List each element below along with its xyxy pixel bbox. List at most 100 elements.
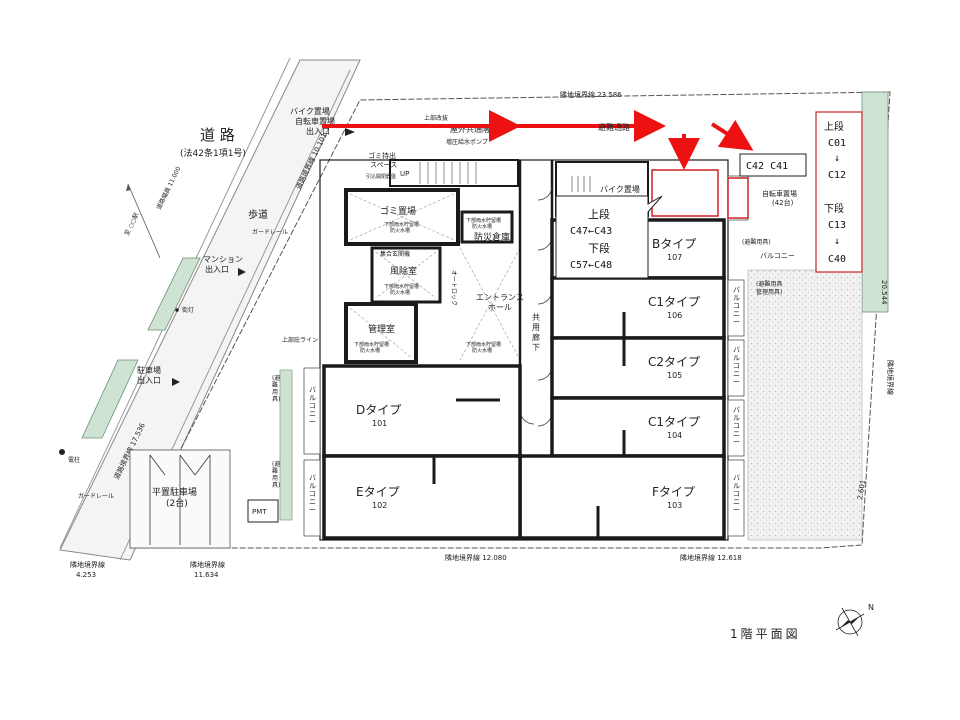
- green-strip: [81, 359, 139, 439]
- garbage-space-label: ゴミ持出スペース: [368, 151, 397, 169]
- unit-105: [550, 336, 726, 400]
- road-title: 道 路: [200, 126, 235, 144]
- auto-lock-label: オートロック: [450, 270, 457, 306]
- callout-center-l1: 上段: [588, 207, 610, 221]
- wind-label: 風除室: [390, 265, 417, 277]
- unit-107-type: Bタイプ: [652, 237, 696, 251]
- garbage-label: ゴミ置場: [380, 205, 416, 217]
- callout-right-l8: C40: [828, 254, 846, 265]
- balcony-label: バルコニー: [309, 386, 316, 426]
- plan-title: 1階平面図: [730, 626, 801, 641]
- unit-104: [550, 396, 726, 458]
- callout-right-l6: C13: [828, 220, 846, 231]
- balcony-left: [303, 367, 321, 455]
- callout-small: [739, 153, 807, 177]
- stair-area: [389, 159, 519, 187]
- callout-small-text: C42 C41: [746, 161, 788, 172]
- evac-label-left: (避難用具): [272, 460, 280, 489]
- balcony-label: バルコニー: [733, 346, 740, 386]
- neighbor-boundary-right-label: 隣地境界線: [886, 360, 895, 395]
- entrance-hall-label: エントランスホール: [476, 293, 524, 312]
- parking-entrance-label: 駐車場出入口: [137, 365, 161, 385]
- unit-104-type: C1タイプ: [648, 415, 700, 429]
- road-direction: 至 ○○駅: [124, 212, 141, 237]
- road-law: (法42条1項1号): [180, 147, 246, 159]
- mansion-entrance-label: マンション出入口: [203, 255, 243, 274]
- parking-label: 平置駐車場(2台): [152, 486, 197, 509]
- balcony-label: バルコニー: [309, 474, 316, 514]
- road-width: 道路幅員 11.000: [155, 165, 183, 211]
- balcony-left: [303, 459, 321, 537]
- neighbor-boundary-top: 隣地境界線 23.586: [560, 90, 622, 99]
- evac-label: (避難用具): [742, 238, 771, 246]
- parking-entrance-arrow-icon: [172, 378, 180, 386]
- unit-107-no: 107: [667, 253, 682, 262]
- corridor-label: 共用廊下: [532, 313, 540, 352]
- neighbor-boundary-right: 20.544: [880, 280, 888, 305]
- callout-center-l3: 下段: [588, 241, 610, 255]
- neighbor-boundary-bottom-right: 隣地境界線 12.618: [680, 553, 742, 562]
- callout-center-l4: C57←C48: [570, 260, 612, 271]
- pole-label: 電柱: [68, 456, 80, 464]
- unit-103-no: 103: [667, 501, 682, 510]
- site-boundary: [129, 91, 891, 549]
- callout-right-l5: 下段: [824, 202, 844, 215]
- streetlight-label: 街灯: [182, 306, 194, 314]
- tank-label: 下部雨水貯留槽防火水槽: [384, 221, 419, 234]
- balcony-right: [727, 459, 745, 537]
- balcony-label: バルコニー: [733, 406, 740, 446]
- bicycle-parking-label: 自転車置場(42台): [762, 189, 797, 207]
- tank-label: 下部雨水貯留槽防火水槽: [384, 283, 419, 296]
- eave-label: 上部改抜: [424, 114, 448, 122]
- callout-right-l7: ↓: [834, 236, 840, 247]
- gravel-area: [747, 269, 863, 541]
- guardrail-label: ガードレール: [252, 228, 288, 236]
- open-corridor-label: 屋外共通階段: [450, 124, 498, 134]
- evacuation-path-label: 避難通路: [598, 122, 630, 132]
- balcony-right: [727, 279, 745, 337]
- bike-entrance-label: バイク置場自転車置場出入口: [290, 106, 335, 136]
- utility-pole-icon: [59, 449, 65, 455]
- mail-label: 集合玄関機: [380, 250, 410, 258]
- callout-right-l4: C12: [828, 170, 846, 181]
- streetlight-icon: [175, 308, 179, 312]
- unit-103: [518, 454, 726, 540]
- green-strip-right: [861, 91, 889, 313]
- unit-101: [322, 364, 522, 458]
- callout-center-l2: C47←C43: [570, 226, 612, 237]
- balcony-right: [727, 399, 745, 457]
- bike-rack-highlight: [651, 169, 719, 217]
- road-surface: [59, 59, 361, 561]
- sidewalk-label: 歩道: [248, 208, 268, 221]
- pmt-label: PMT: [252, 508, 267, 516]
- callout-right: [815, 111, 863, 273]
- bike-parking-label: バイク置場: [600, 184, 640, 194]
- unit-104-no: 104: [667, 431, 682, 440]
- tank-label: 下部雨水貯留槽防火水槽: [466, 217, 501, 230]
- balcony-label: バルコニー: [733, 474, 740, 514]
- tank-label: 下部雨水貯留槽防火水槽: [354, 341, 389, 354]
- evac2-label: (避難用具管理用具): [756, 280, 782, 296]
- tank-label: 下部雨水貯留槽防火水槽: [466, 341, 501, 354]
- bike-rack-highlight: [727, 177, 749, 219]
- green-strip-left: [279, 369, 293, 521]
- stair-up-label: UP: [400, 170, 409, 178]
- admin-label: 管理室: [368, 323, 395, 335]
- green-strip: [147, 257, 201, 331]
- unit-102-no: 102: [372, 501, 387, 510]
- svg-text:N: N: [868, 603, 874, 612]
- unit-105-no: 105: [667, 371, 682, 380]
- balcony-top-label: バルコニー: [760, 252, 795, 260]
- neighbor-boundary-right-small: 2.601: [856, 479, 867, 500]
- callout-right-l1: 上段: [824, 120, 844, 133]
- unit-101-type: Dタイプ: [356, 403, 401, 417]
- unit-106-no: 106: [667, 311, 682, 320]
- unit-101-no: 101: [372, 419, 387, 428]
- unit-105-type: C2タイプ: [648, 355, 700, 369]
- bicycle-parking-area: [727, 175, 749, 221]
- disaster-label: 防災倉庫: [474, 231, 510, 243]
- unit-102-type: Eタイプ: [356, 485, 400, 499]
- balcony-label: バルコニー: [733, 286, 740, 326]
- callout-center: [555, 195, 663, 279]
